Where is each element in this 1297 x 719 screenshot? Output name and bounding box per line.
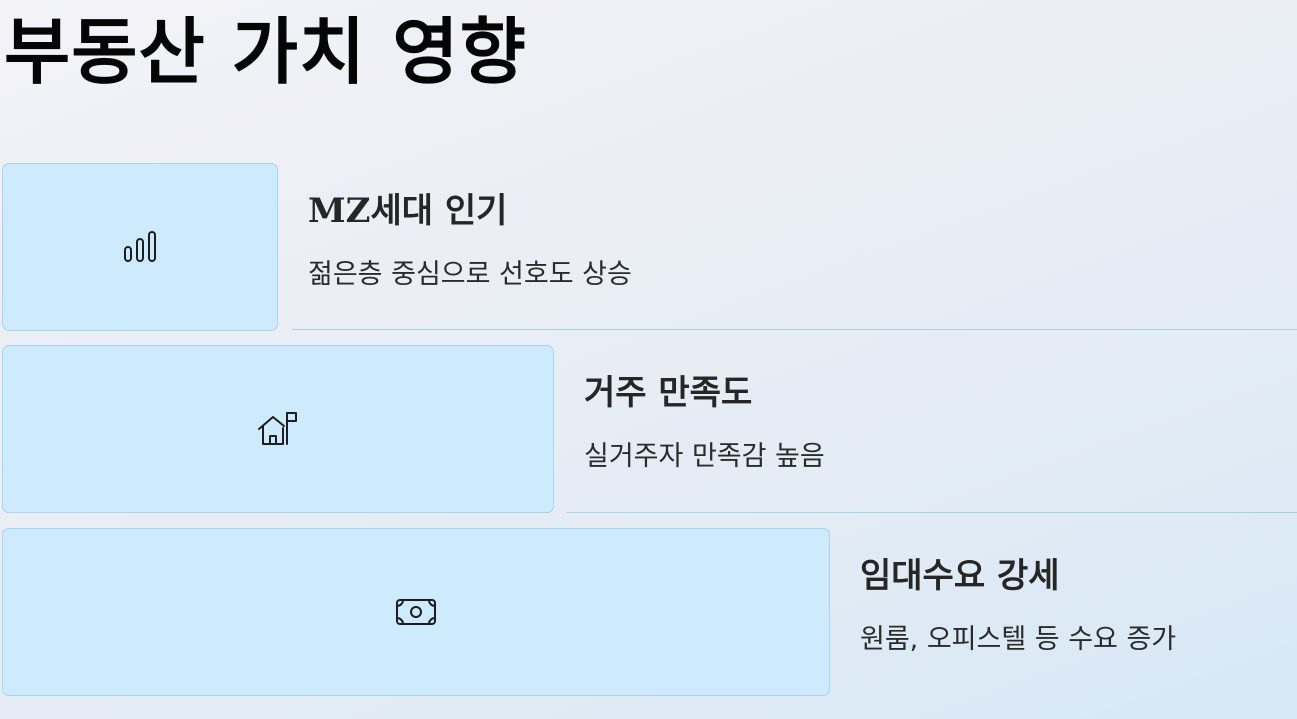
icon-box	[2, 163, 278, 331]
house-flag-icon	[256, 409, 300, 449]
list-item: 임대수요 강세 원룸, 오피스텔 등 수요 증가	[2, 528, 1297, 696]
item-title: 임대수요 강세	[860, 556, 1060, 596]
icon-box	[2, 528, 830, 696]
page-title: 부동산 가치 영향	[4, 10, 527, 94]
list-item: 거주 만족도 실거주자 만족감 높음	[2, 345, 1297, 513]
list-item: MZ세대 인기 젊은층 중심으로 선호도 상승	[2, 163, 1297, 331]
money-bill-icon	[394, 596, 438, 628]
divider	[567, 512, 1297, 513]
item-title: 거주 만족도	[584, 373, 753, 413]
item-description: 원룸, 오피스텔 등 수요 증가	[860, 624, 1177, 655]
icon-box	[2, 345, 554, 513]
bar-chart-icon	[120, 227, 160, 267]
item-description: 실거주자 만족감 높음	[584, 441, 825, 472]
item-title: MZ세대 인기	[308, 191, 508, 231]
item-description: 젊은층 중심으로 선호도 상승	[308, 259, 632, 290]
divider	[292, 329, 1297, 330]
